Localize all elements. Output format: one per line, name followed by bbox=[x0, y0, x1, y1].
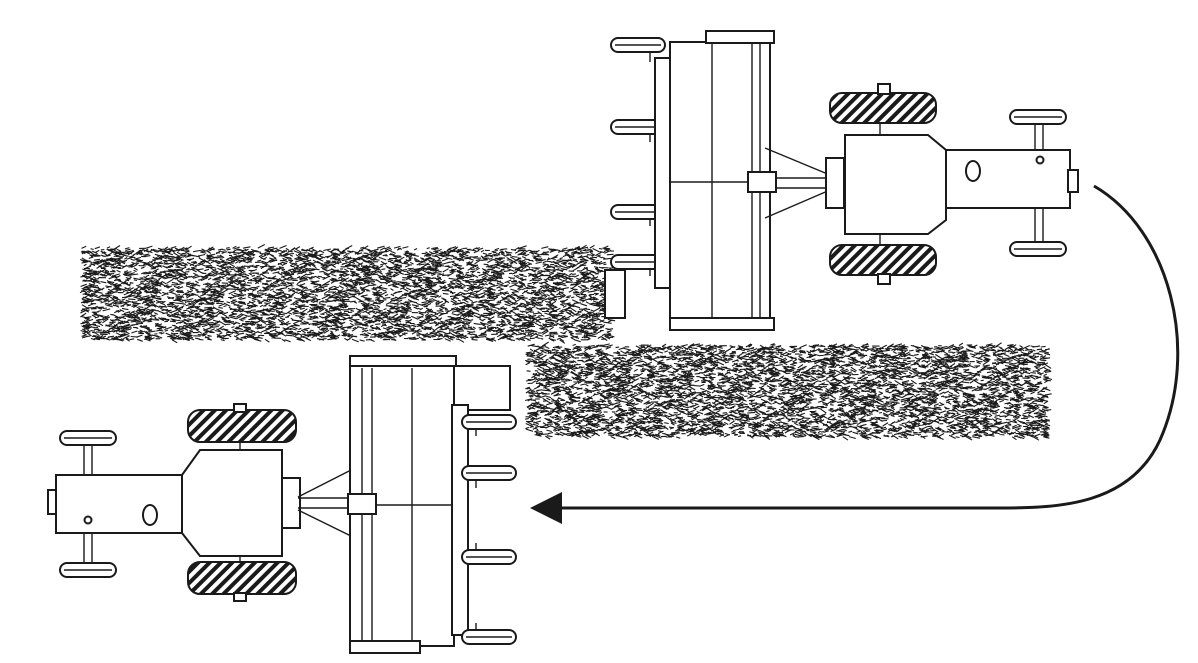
rear-tires-top bbox=[829, 83, 937, 285]
front-wheels-top bbox=[1009, 109, 1067, 257]
hitch-top bbox=[764, 147, 845, 219]
mower-gauge-wheels-top bbox=[610, 37, 672, 289]
mower-gauge-wheels-bottom bbox=[451, 404, 517, 645]
grass-texture bbox=[524, 341, 1053, 441]
arrowhead-icon bbox=[530, 492, 562, 524]
tractor-body-top bbox=[844, 123, 1079, 245]
hitch-bottom bbox=[281, 467, 356, 539]
tractor-mower-rig-bottom bbox=[47, 355, 517, 654]
turn-direction-arrow bbox=[530, 184, 1180, 524]
mower-deck-top bbox=[604, 30, 777, 331]
tractor-mower-rig-top bbox=[604, 30, 1079, 331]
tractor-body-bottom bbox=[47, 440, 283, 566]
mower-deck-bottom bbox=[347, 355, 511, 654]
cut-grass-strip-lower bbox=[524, 341, 1053, 441]
rear-tires-bottom bbox=[187, 403, 297, 602]
cut-grass-strip-upper bbox=[79, 244, 618, 344]
front-wheels-bottom bbox=[59, 430, 117, 578]
grass-texture bbox=[79, 244, 618, 344]
